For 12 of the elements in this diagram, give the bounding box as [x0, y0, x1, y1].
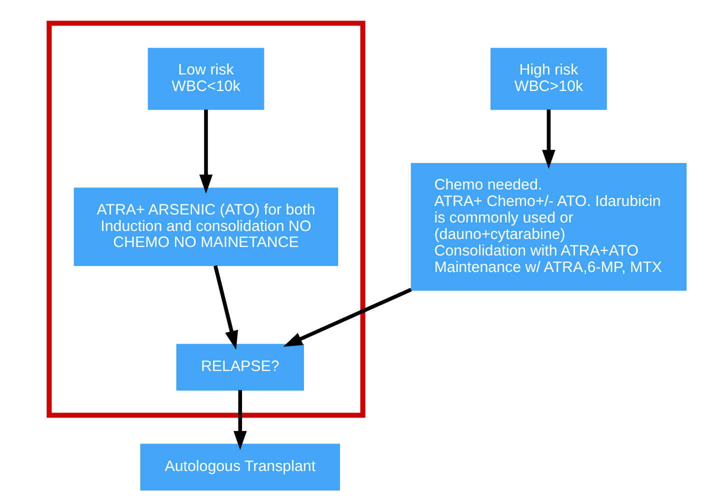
node-box: RELAPSE? — [176, 344, 304, 391]
arrow — [283, 288, 412, 347]
arrow — [199, 110, 213, 194]
node-box: High risk WBC>10k — [490, 48, 607, 110]
node-box: ATRA+ ARSENIC (ATO) for both Induction and consolidation NO CHEMO NO MAINETANCE — [74, 188, 338, 266]
arrow — [542, 110, 556, 169]
node-box: Low risk WBC<10k — [148, 48, 264, 110]
cluster — [46, 20, 366, 418]
arrow — [213, 265, 238, 350]
arrow — [233, 390, 247, 450]
node-box: Chemo needed. ATRA+ Chemo+/- ATO. Idarubicin is commonly used or (dauno+cytarabine) Consolidation with ATRA+ATO Maintenance w/ ATRA,6-MP, MTX — [410, 162, 687, 291]
node-box: Autologous Transplant — [140, 444, 340, 491]
